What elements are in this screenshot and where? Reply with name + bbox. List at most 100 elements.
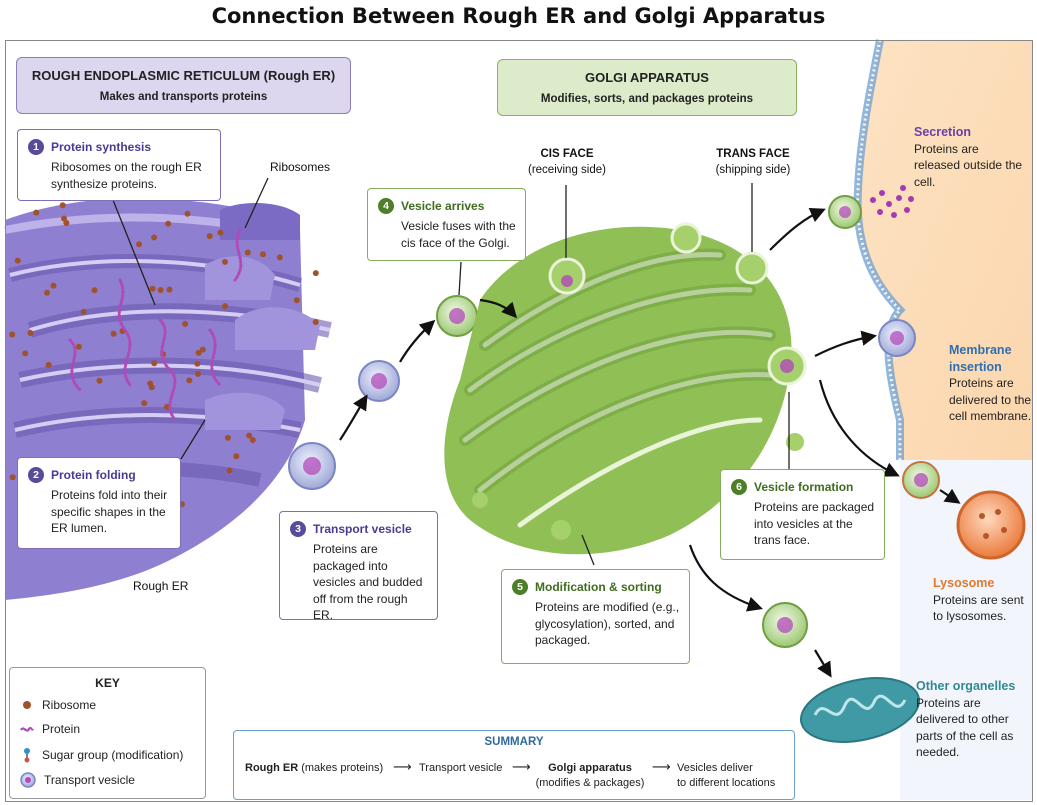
ribosome-dot [9,331,16,338]
trans-face-label: TRANS FACE (shipping side) [693,146,813,178]
trans-face-subtitle: (shipping side) [715,164,791,176]
summary-arrow-3: ⟶ [652,759,671,774]
protein-chains [68,228,243,422]
mitochondrion-illustration [799,677,921,743]
destination-secretion: Secretion Proteins are released outside … [914,124,1026,190]
golgi-illustration [444,222,807,555]
summary-rough-er-bold: Rough ER [245,762,299,774]
destination-secretion-title: Secretion [914,125,971,139]
ribosome-dot [182,320,189,327]
step-6-title: Vesicle formation [754,480,854,494]
summary-title: SUMMARY [484,736,544,748]
other-organelle-vesicle [762,602,808,648]
ribosome-dot [195,349,202,356]
summary-golgi-bold: Golgi apparatus [548,762,632,774]
lysosome-illustration [956,490,1026,560]
key-legend: KEY Ribosome Protein Sugar group (modifi… [9,667,206,799]
ribosome-dot [75,343,82,350]
ribosome-dot [61,215,67,222]
diagram-title: Connection Between Rough ER and Golgi Ap… [211,4,826,28]
ribosome-dot [22,350,29,357]
step-4-number: 4 [378,198,394,214]
key-item-protein: Protein [20,722,80,736]
summary-arrow-2: ⟶ [512,759,531,774]
ribosome-dot [45,361,52,368]
ribosome-dot [80,308,87,315]
summary-golgi-rest: (modifies & packages) [535,777,645,789]
step-1-body: Ribosomes on the rough ER synthesize pro… [51,160,202,191]
step-3-title: Transport vesicle [313,522,412,536]
cis-face-label: CIS FACE (receiving side) [506,146,628,178]
callout-lines [112,177,790,566]
ribosome-dot [312,319,319,325]
step-2-title: Protein folding [51,468,136,482]
destination-other-body: Proteins are delivered to other parts of… [916,695,1014,760]
golgi-header: GOLGI APPARATUS Modifies, sorts, and pac… [497,59,797,116]
cis-face-subtitle: (receiving side) [528,164,606,176]
protein-icon [20,726,34,732]
ribosome-dot [151,360,158,367]
ribosome-dot [224,434,231,441]
ribosome-dot [157,287,164,293]
ribosome-dot [184,210,191,217]
ribosome-dot [165,220,172,227]
step-5-body: Proteins are modified (e.g., glycosylati… [535,600,680,647]
ribosome-dot [293,297,300,304]
step-4-body: Vesicle fuses with the cis face of the G… [401,219,516,250]
destination-membrane-title: Membrane insertion [949,343,1012,374]
rough-er-header: ROUGH ENDOPLASMIC RETICULUM (Rough ER) M… [16,57,351,114]
ribosome-dot [194,360,201,367]
ribosome-dot [206,233,213,240]
rough-er-header-title: ROUGH ENDOPLASMIC RETICULUM (Rough ER) [31,68,336,83]
step-3-number: 3 [290,521,306,537]
summary-transport-vesicle: Transport vesicle [419,762,503,774]
destination-membrane-body: Proteins are delivered to the cell membr… [949,376,1032,423]
ribosome-dot [233,453,240,460]
destination-lysosome-body: Proteins are sent to lysosomes. [933,592,1024,624]
destination-membrane: Membrane insertion Proteins are delivere… [949,342,1035,425]
ribosome-dot [222,258,228,265]
ribosome-dot [91,287,98,294]
trans-face-title: TRANS FACE [716,148,790,160]
diagram-frame [5,40,1033,802]
step-2-body: Proteins fold into their specific shapes… [51,488,168,535]
step-5-title: Modification & sorting [535,580,662,594]
ribosome-dot [33,209,40,216]
summary-arrow-1: ⟶ [393,759,412,774]
ribosome-dot [249,437,256,443]
summary-deliver-line-2: to different locations [677,777,776,789]
transport-vesicle-icon [20,772,36,788]
key-item-vesicle-label: Transport vesicle [44,773,135,787]
rough-er-illustration [4,198,332,600]
ribosome-dot [246,432,253,439]
ribosomes-label: Ribosomes [270,160,331,174]
ribosome-icon [23,701,31,709]
destination-other-title: Other organelles [916,679,1016,693]
transport-vesicle-1 [288,442,336,490]
step-1-callout: 1 Protein synthesis Ribosomes on the rou… [17,129,221,201]
ribosome-dot [166,286,173,293]
ribosome-dot [226,467,233,474]
ribosome-dot [14,257,21,264]
ribosome-dot [9,474,16,481]
ribosome-dot [44,289,50,296]
flow-arrows [339,207,961,678]
ribosome-dot [186,377,193,384]
ribosome-dot [151,234,158,241]
sugar-group-icon [24,748,30,763]
key-item-sugar-label: Sugar group (modification) [42,748,184,762]
ribosome-dot [199,346,206,353]
step-1-title: Protein synthesis [51,140,152,154]
step-1-number: 1 [28,139,44,155]
step-3-callout: 3 Transport vesicle Proteins are package… [279,511,438,622]
ribosome-dot [59,202,66,209]
ribosome-dot [63,220,70,226]
ribosome-dot [276,254,283,261]
step-2-number: 2 [28,467,44,483]
ribosome-dot [96,377,103,384]
rough-er-label: Rough ER [133,579,189,593]
destination-other: Other organelles Proteins are delivered … [916,678,1032,761]
step-2-callout: 2 Protein folding Proteins fold into the… [17,457,181,549]
ribosome-dot [312,270,319,277]
step-5-number: 5 [512,579,528,595]
